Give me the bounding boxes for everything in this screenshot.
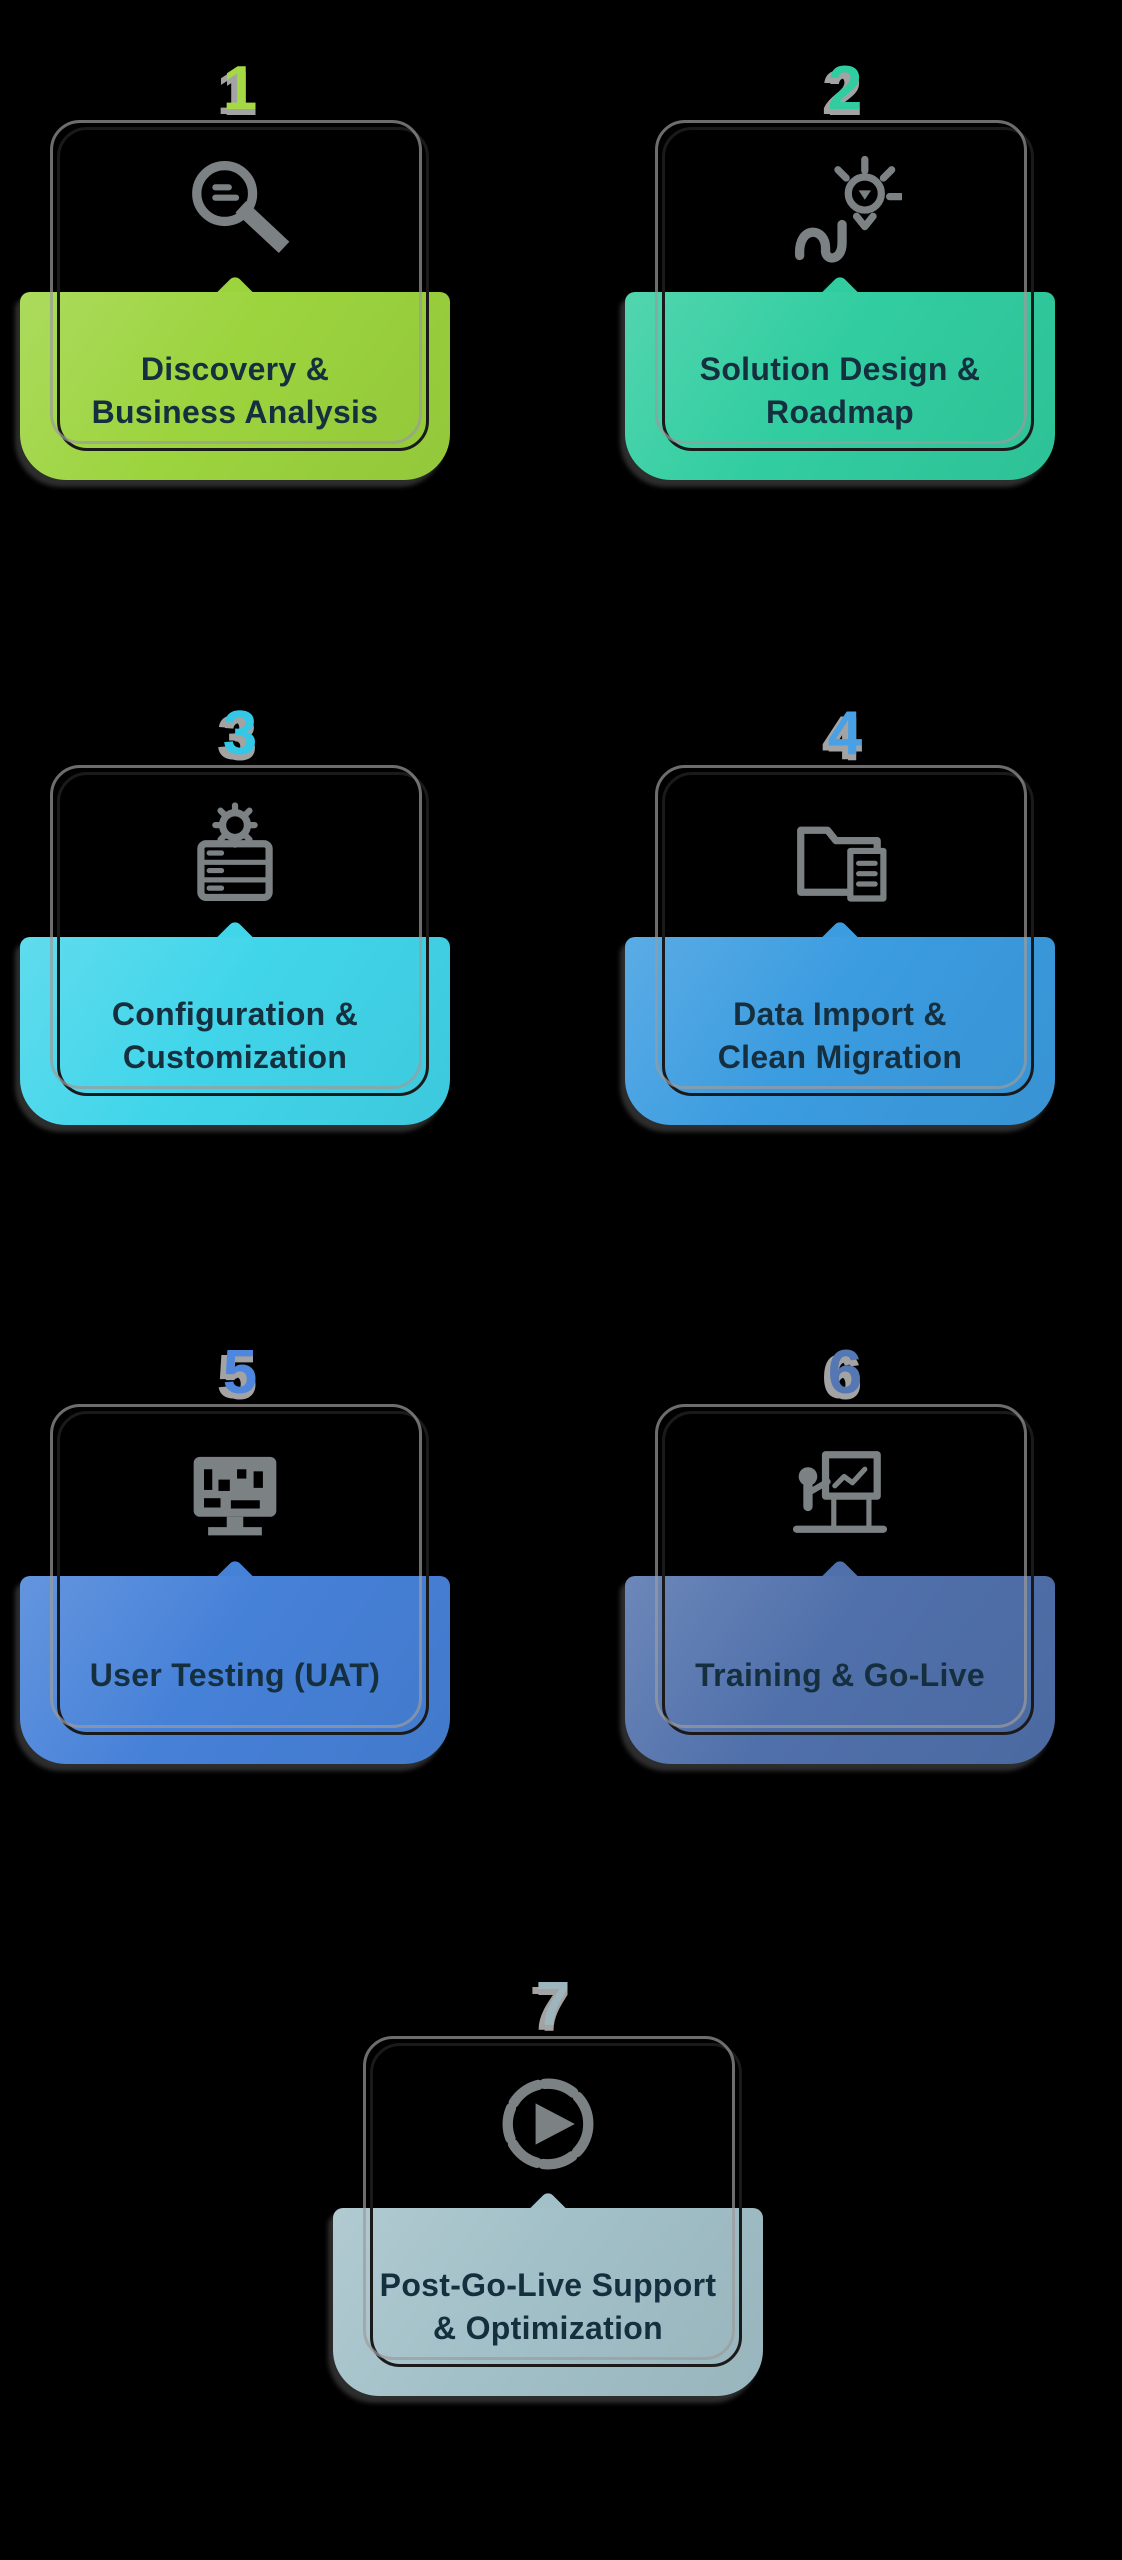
steps-row-4: 7 Post-Go-Live Support & Optimization xyxy=(333,1956,763,2411)
step-panel: Discovery & Business Analysis xyxy=(20,292,450,480)
search-analysis-icon xyxy=(173,146,297,270)
step-label: Configuration & Customization xyxy=(111,996,359,1075)
step-panel: Data Import & Clean Migration xyxy=(625,937,1055,1125)
step-panel: User Testing (UAT) xyxy=(20,1576,450,1764)
training-presentation-icon xyxy=(778,1430,902,1554)
step-card-5: 5 User Testing (UAT) xyxy=(20,1324,450,1779)
step-panel: Solution Design & Roadmap xyxy=(625,292,1055,480)
step-number: 2 xyxy=(827,54,863,123)
step-number: 4 xyxy=(827,699,863,768)
step-label: Discovery & Business Analysis xyxy=(91,351,379,430)
step-number: 6 xyxy=(827,1338,863,1407)
step-card-6: 6 Training & Go-Live xyxy=(625,1324,1055,1779)
folder-data-icon xyxy=(778,791,902,915)
step-panel: Post-Go-Live Support & Optimization xyxy=(333,2208,763,2396)
play-icon xyxy=(486,2062,610,2186)
step-card-4: 4 Data Import & Clean Migration xyxy=(625,685,1055,1140)
step-number: 7 xyxy=(535,1970,571,2039)
step-number: 3 xyxy=(222,699,258,768)
step-panel: Configuration & Customization xyxy=(20,937,450,1125)
steps-row-3: 5 User Testing (UAT) 6 xyxy=(20,1324,1055,1779)
uat-monitor-icon xyxy=(173,1430,297,1554)
server-gear-icon xyxy=(173,791,297,915)
step-card-1: 1 Discovery & Business Analysis xyxy=(20,40,450,495)
step-label: Data Import & Clean Migration xyxy=(717,996,963,1075)
roadmap-lightbulb-icon xyxy=(778,146,902,270)
step-label: Training & Go-Live xyxy=(695,1656,985,1693)
step-panel: Training & Go-Live xyxy=(625,1576,1055,1764)
step-label: User Testing (UAT) xyxy=(89,1656,381,1693)
step-card-3: 3 Configuration & Customization xyxy=(20,685,450,1140)
step-label: Post-Go-Live Support & Optimization xyxy=(379,2267,717,2346)
step-number: 5 xyxy=(222,1338,258,1407)
step-card-7: 7 Post-Go-Live Support & Optimization xyxy=(333,1956,763,2411)
step-label: Solution Design & Roadmap xyxy=(699,351,981,430)
steps-row-2: 3 Configuration & Customization 4 xyxy=(20,685,1055,1140)
step-card-2: 2 Solution Design & Roadmap xyxy=(625,40,1055,495)
step-number: 1 xyxy=(222,54,258,123)
steps-row-1: 1 Discovery & Business Analysis 2 xyxy=(20,40,1055,495)
